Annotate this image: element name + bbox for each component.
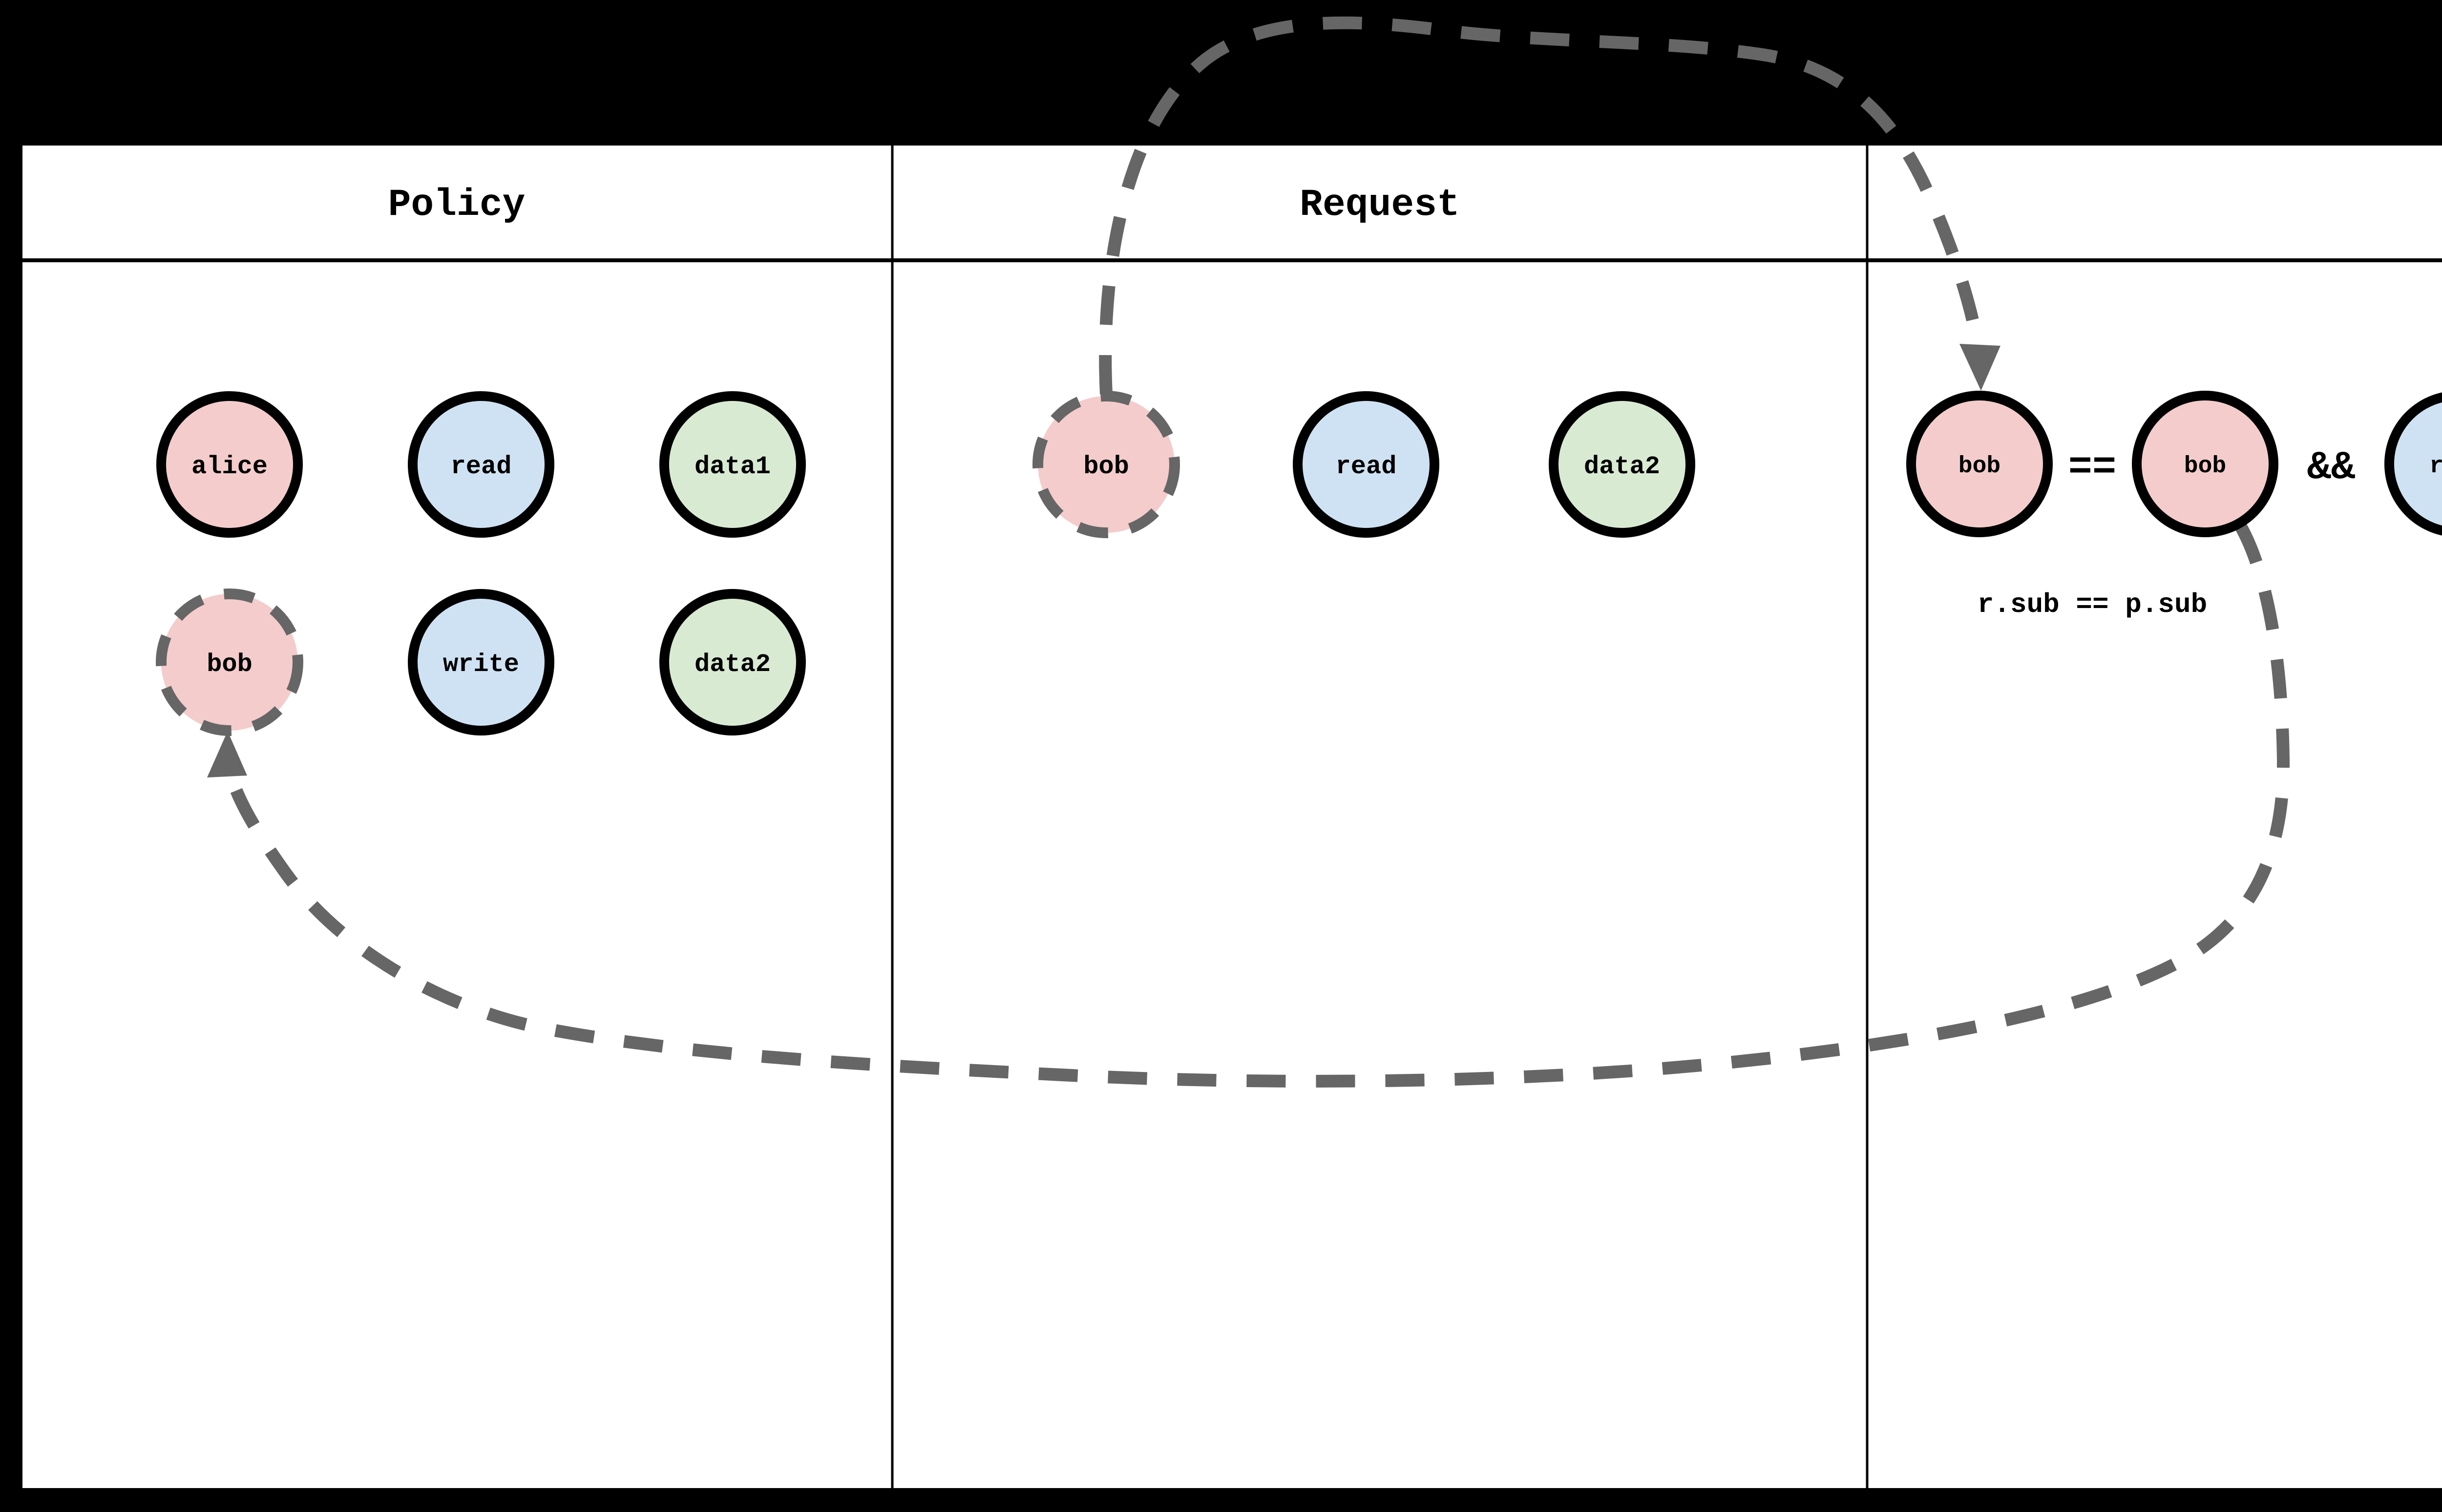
policy-alice-circle <box>156 391 303 538</box>
policy-data2-circle <box>659 589 806 735</box>
policy-node-alice: alice <box>156 391 303 538</box>
policy-alice-label: alice <box>191 452 268 481</box>
policy-node-bob-highlighted: bob <box>156 588 303 736</box>
request-read-circle <box>1293 391 1439 538</box>
matching-request-bob-circle <box>1906 391 2053 537</box>
policy-node-write: write <box>408 589 554 735</box>
matching-request-read-label: read <box>2429 453 2442 480</box>
matching-policy-bob-circle <box>2132 391 2278 537</box>
policy-node-data2: data2 <box>659 589 806 735</box>
policy-data1-circle <box>659 391 806 538</box>
policy-data1-label: data1 <box>695 452 771 481</box>
request-bob-label: bob <box>1083 452 1129 481</box>
request-node-bob-highlighted: bob <box>1032 391 1180 538</box>
policy-read-label: read <box>451 452 512 481</box>
policy-node-data1: data1 <box>659 391 806 538</box>
request-data2-circle <box>1549 391 1695 538</box>
request-node-read: read <box>1293 391 1439 538</box>
arrowhead-into-policy-bob <box>207 731 247 777</box>
policy-data2-label: data2 <box>695 650 771 679</box>
request-data2-label: data2 <box>1584 452 1660 481</box>
policy-write-circle <box>408 589 554 735</box>
and-operator-1: && <box>2307 445 2355 490</box>
caption-sub-match: r.sub == p.sub <box>1978 589 2207 620</box>
policy-bob-dashed-circle <box>156 588 303 736</box>
request-bob-dashed-circle <box>1032 391 1180 538</box>
flow-matching-to-policy-curve <box>228 523 2290 1088</box>
policy-read-circle <box>408 391 554 538</box>
matching-policy-bob-label: bob <box>2184 453 2226 480</box>
equals-operator-sub: == <box>2068 445 2116 490</box>
arrowhead-into-matching-bob <box>1959 344 2000 391</box>
table-panel <box>20 143 2442 1491</box>
request-read-label: read <box>1336 452 1397 481</box>
flow-request-to-matching-curve <box>1099 16 1985 395</box>
policy-write-label: write <box>443 650 519 679</box>
matching-request-bob-label: bob <box>1958 453 2000 480</box>
policy-node-read: read <box>408 391 554 538</box>
matching-request-read-circle <box>2384 392 2442 536</box>
matching-node-request-read: read <box>2384 392 2442 536</box>
policy-bob-label: bob <box>207 650 253 679</box>
request-node-data2: data2 <box>1549 391 1695 538</box>
matching-node-request-bob: bob <box>1906 391 2053 537</box>
header-request: Request <box>1300 184 1460 227</box>
header-policy: Policy <box>388 184 526 227</box>
matching-node-policy-bob: bob <box>2132 391 2278 537</box>
